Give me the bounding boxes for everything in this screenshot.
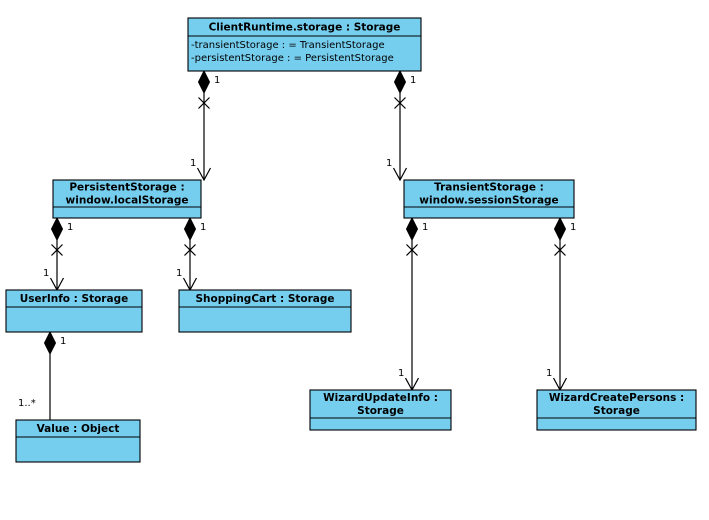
edge-transient-wizardcreatepersons-cross-b (554, 244, 566, 256)
class-box-rect-persistentstorage (52, 179, 202, 219)
edge-userinfo-value-target-multiplicity: 1..* (18, 398, 36, 409)
edge-persistent-shoppingcart-source-diamond (183, 216, 197, 242)
class-title-persistentstorage-line1: PersistentStorage : (69, 182, 184, 194)
class-title-wizardupdateinfo-line2: Storage (357, 405, 404, 417)
edge-transient-wizardupdateinfo-source-multiplicity: 1 (422, 222, 428, 233)
edge-persistent-userinfo-source-multiplicity: 1 (67, 222, 73, 233)
class-box-rect-value (15, 419, 141, 463)
class-title-persistentstorage-line2: window.localStorage (66, 195, 189, 207)
class-title-transientstorage-line1: TransientStorage : (434, 182, 544, 194)
edge-client-transient-target-multiplicity: 1 (386, 158, 392, 169)
edge-client-transient-target-arrow (392, 167, 408, 182)
edge-transient-wizardcreatepersons-target-multiplicity: 1 (546, 368, 552, 379)
edge-client-transient-cross-b (394, 97, 406, 109)
class-box-wizardcreatepersons[interactable]: WizardCreatePersons :Storage (536, 389, 697, 431)
class-title-wizardupdateinfo-line1: WizardUpdateInfo : (323, 392, 438, 404)
edge-persistent-userinfo[interactable]: 11 (43, 216, 73, 292)
class-box-rect-shoppingcart (178, 289, 352, 333)
edge-transient-wizardcreatepersons[interactable]: 11 (546, 216, 576, 392)
edge-client-transient-source-diamond (393, 69, 407, 95)
edge-transient-wizardupdateinfo[interactable]: 11 (398, 216, 428, 392)
class-box-clientruntime[interactable]: ClientRuntime.storage : Storage -transien… (187, 17, 422, 72)
class-box-shoppingcart[interactable]: ShoppingCart : Storage (178, 289, 352, 333)
class-attribute-clientruntime-1: -transientStorage : = TransientStorage (191, 40, 385, 51)
edge-persistent-shoppingcart-target-multiplicity: 1 (176, 268, 182, 279)
edge-userinfo-value-source-diamond (43, 330, 57, 356)
edge-client-persistent-source-diamond (197, 69, 211, 95)
class-box-userinfo[interactable]: UserInfo : Storage (5, 289, 143, 333)
class-title-wizardcreatepersons-line2: Storage (593, 405, 640, 417)
class-box-rect-wizardcreatepersons (536, 389, 697, 431)
class-title-wizardcreatepersons-line1: WizardCreatePersons : (549, 392, 684, 404)
edge-persistent-shoppingcart[interactable]: 11 (176, 216, 206, 292)
class-box-transientstorage[interactable]: TransientStorage :window.sessionStorage (403, 179, 575, 219)
edge-persistent-userinfo-source-diamond (50, 216, 64, 242)
class-box-rect-wizardupdateinfo (309, 389, 452, 431)
edge-transient-wizardupdateinfo-target-multiplicity: 1 (398, 368, 404, 379)
class-title-clientruntime: ClientRuntime.storage : Storage (209, 22, 401, 34)
edge-client-persistent-target-multiplicity: 1 (190, 158, 196, 169)
class-title-transientstorage-line2: window.sessionStorage (419, 195, 558, 207)
class-attribute-clientruntime-2: -persistentStorage : = PersistentStorage (191, 53, 394, 64)
edge-transient-wizardupdateinfo-cross-b (406, 244, 418, 256)
edge-client-transient[interactable]: 11 (386, 69, 416, 182)
class-box-wizardupdateinfo[interactable]: WizardUpdateInfo :Storage (309, 389, 452, 431)
edge-persistent-shoppingcart-cross-b (184, 244, 196, 256)
class-box-persistentstorage[interactable]: PersistentStorage :window.localStorage (52, 179, 202, 219)
edge-persistent-userinfo-target-multiplicity: 1 (43, 268, 49, 279)
edge-persistent-userinfo-cross-b (51, 244, 63, 256)
class-box-rect-userinfo (5, 289, 143, 333)
class-title-userinfo-line1: UserInfo : Storage (20, 293, 128, 305)
edge-client-persistent[interactable]: 11 (190, 69, 220, 182)
class-box-rect-clientruntime (187, 17, 422, 72)
edge-userinfo-value-source-multiplicity: 1 (60, 336, 66, 347)
edge-transient-wizardupdateinfo-source-diamond (405, 216, 419, 242)
edge-transient-wizardcreatepersons-source-diamond (553, 216, 567, 242)
class-box-rect-transientstorage (403, 179, 575, 219)
edge-userinfo-value[interactable]: 1 1..* (18, 330, 66, 420)
classes-layer: ClientRuntime.storage : Storage -transien… (5, 17, 697, 463)
edge-transient-wizardcreatepersons-source-multiplicity: 1 (570, 222, 576, 233)
edge-client-persistent-target-arrow (196, 167, 212, 182)
edge-persistent-shoppingcart-source-multiplicity: 1 (200, 222, 206, 233)
edge-client-persistent-cross-b (198, 97, 210, 109)
class-title-value-line1: Value : Object (37, 423, 120, 435)
edge-client-persistent-source-multiplicity: 1 (214, 75, 220, 86)
class-title-shoppingcart-line1: ShoppingCart : Storage (195, 293, 334, 305)
edge-client-transient-source-multiplicity: 1 (410, 75, 416, 86)
class-box-value[interactable]: Value : Object (15, 419, 141, 463)
